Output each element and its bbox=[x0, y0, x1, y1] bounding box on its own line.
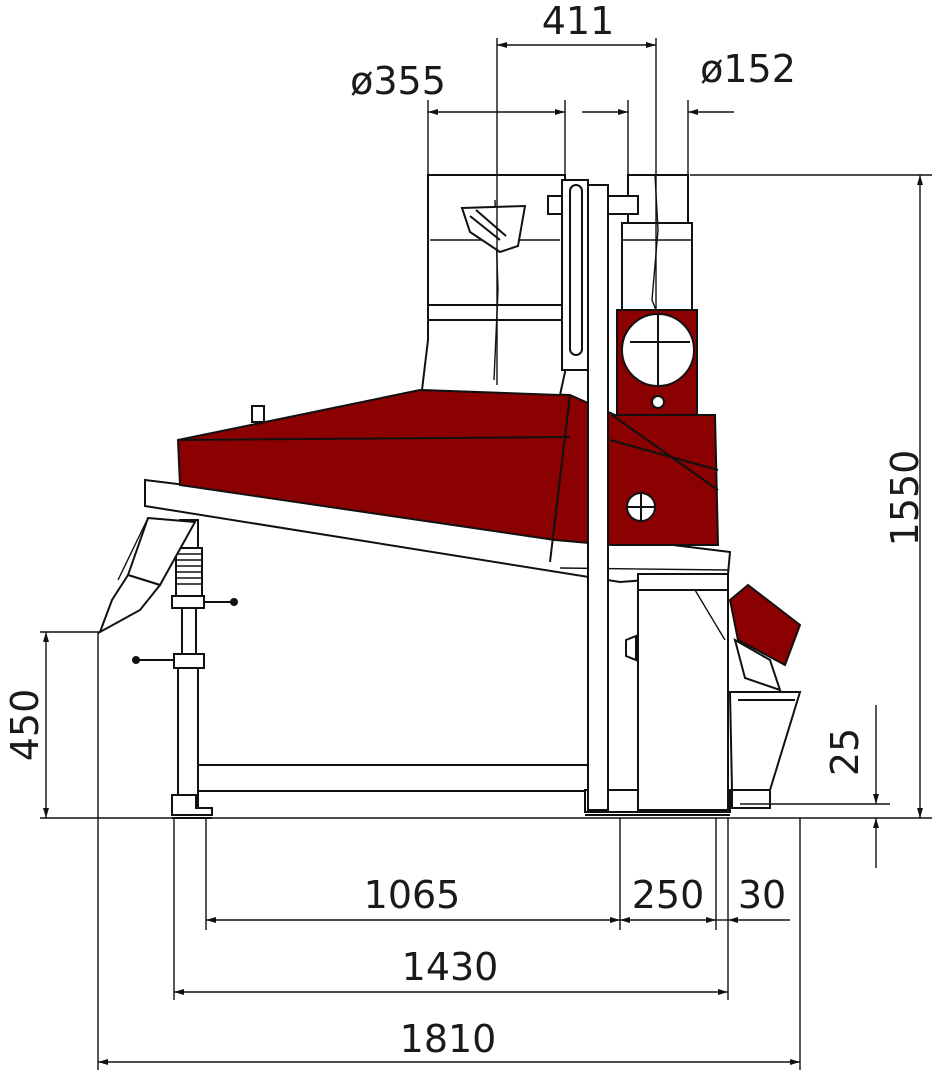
hopper bbox=[728, 691, 802, 809]
dim-450: 450 bbox=[3, 689, 47, 762]
dim-250: 250 bbox=[632, 873, 705, 917]
machine-body bbox=[98, 174, 802, 819]
dim-25: 25 bbox=[823, 728, 867, 776]
support-column bbox=[561, 179, 609, 811]
dimension-lines bbox=[40, 38, 932, 1070]
fan-housing bbox=[616, 309, 698, 416]
dim-152-diameter: ø152 bbox=[700, 47, 796, 91]
feeder-box bbox=[625, 573, 729, 811]
adjustable-leg bbox=[132, 519, 238, 669]
dim-411: 411 bbox=[542, 0, 615, 43]
dim-1430: 1430 bbox=[402, 945, 499, 989]
dim-30: 30 bbox=[738, 873, 786, 917]
motor-unit bbox=[728, 583, 802, 692]
dimension-labels: 411 ø355 ø152 1550 450 25 1065 250 30 14… bbox=[3, 0, 927, 1061]
discharge-spout bbox=[98, 516, 197, 635]
dim-1550: 1550 bbox=[883, 450, 927, 547]
dim-1810: 1810 bbox=[400, 1017, 497, 1061]
dim-355-diameter: ø355 bbox=[350, 59, 446, 103]
dim-1065: 1065 bbox=[364, 873, 461, 917]
